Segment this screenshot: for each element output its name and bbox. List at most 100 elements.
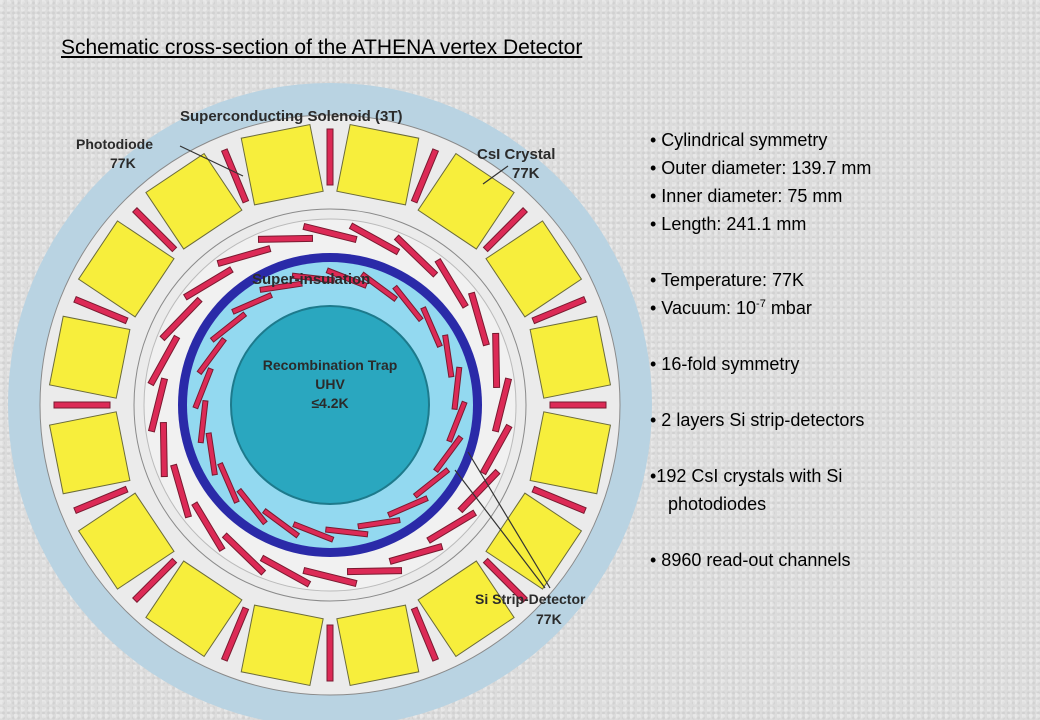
photodiode-strip (410, 606, 440, 662)
si-strip-temp-label: 77K (536, 611, 562, 627)
facts-list: • Cylindrical symmetry • Outer diameter:… (650, 126, 1030, 574)
si-strip-leader-1 (454, 469, 546, 589)
page-title: Schematic cross-section of the ATHENA ve… (61, 36, 583, 59)
si-strip-detector (159, 421, 168, 478)
si-strip-detector (302, 222, 358, 244)
si-strip-layer-inner (192, 267, 468, 543)
si-strip-detector (412, 467, 451, 499)
si-strip-detector (433, 434, 464, 474)
si-strip-detector (492, 332, 501, 389)
si-strip-detector (170, 463, 192, 519)
photodiode-strip (132, 557, 178, 603)
fact-crystals-cont: photodiodes (668, 494, 767, 514)
si-strip-detector (357, 517, 401, 530)
si-strip-detector (191, 501, 226, 552)
si-strip-detector (479, 423, 513, 476)
csi-crystal (336, 604, 420, 687)
photodiode-strip (482, 557, 528, 603)
si-strip-detector (442, 334, 455, 378)
si-strip-detector (291, 272, 335, 284)
csi-crystal (48, 315, 131, 399)
si-strip-detector (236, 487, 268, 526)
photodiode-strip (73, 485, 129, 515)
fact-length: • Length: 241.1 mm (650, 214, 807, 234)
photodiode-strip (220, 606, 250, 662)
fact-temperature: • Temperature: 77K (650, 270, 805, 290)
si-strip-detector (192, 367, 214, 410)
photodiode-strip (132, 207, 178, 253)
si-strip-detector (205, 432, 218, 476)
si-strip-layer-outer (147, 222, 513, 588)
si-strip-detector (221, 532, 267, 576)
csi-crystal (485, 492, 583, 590)
fact-crystals: •192 CsI crystals with Si (650, 466, 843, 486)
si-strip-detector (491, 377, 513, 433)
si-strip-detector (231, 292, 273, 315)
photodiode-strip (326, 624, 334, 682)
si-strip-detector (457, 468, 501, 514)
photodiode-ring (53, 128, 607, 682)
si-strip-detector (257, 234, 314, 243)
photodiode-strip (326, 128, 334, 186)
csi-crystal (417, 152, 515, 250)
csi-crystal (240, 123, 324, 206)
photodiode-strip (531, 485, 587, 515)
photodiode-label: Photodiode (76, 136, 153, 152)
si-strip-detector (259, 554, 312, 588)
photodiode-strip (410, 148, 440, 204)
si-strip-detector (196, 336, 227, 376)
si-strip-detector (426, 509, 477, 544)
si-strip-label: Si Strip-Detector (475, 591, 586, 607)
si-strip-detector (197, 400, 209, 444)
si-strip-leader-2 (467, 451, 551, 589)
vacuum-unit: mbar (765, 298, 812, 318)
photodiode-temp-label: 77K (110, 155, 136, 171)
si-strip-detector (420, 306, 443, 348)
csi-crystal (529, 411, 612, 495)
csi-crystal (417, 560, 515, 658)
fact-symmetry: • Cylindrical symmetry (650, 130, 828, 150)
recombination-trap (230, 305, 430, 505)
csi-crystal (529, 315, 612, 399)
fact-outer-diameter: • Outer diameter: 139.7 mm (650, 158, 872, 178)
si-strip-detector (147, 334, 181, 387)
si-strip-detector (217, 462, 240, 504)
csi-crystal (240, 604, 324, 687)
csi-crystal (336, 123, 420, 206)
si-strip-detector (209, 311, 248, 343)
si-strip-detector (325, 526, 369, 538)
csi-crystal (77, 220, 175, 318)
fact-channels: • 8960 read-out channels (650, 550, 851, 570)
csi-crystal (145, 560, 243, 658)
si-strip-detector (359, 271, 399, 302)
solenoid-label: Superconducting Solenoid (3T) (180, 108, 403, 125)
si-strip-detector (325, 267, 368, 289)
csi-leader (482, 165, 509, 185)
photodiode-strip (531, 295, 587, 325)
fact-fold-symmetry: • 16-fold symmetry (650, 354, 800, 374)
trap-label: Recombination Trap (263, 357, 398, 373)
fact-vacuum: • Vacuum: 10-7 mbar (650, 294, 1030, 322)
csi-crystal (77, 492, 175, 590)
fact-strip-layers: • 2 layers Si strip-detectors (650, 410, 865, 430)
photodiode-strip (549, 401, 607, 409)
si-strip-detector (434, 258, 469, 309)
csi-crystal (48, 411, 131, 495)
si-strip-detector (259, 280, 303, 293)
si-strip-detector (468, 291, 490, 347)
vacuum-prefix: • Vacuum: 10 (650, 298, 757, 318)
si-strip-detector (346, 567, 403, 576)
si-strip-detector (348, 222, 401, 256)
si-strip-detector (446, 400, 468, 443)
si-strip-detector (216, 245, 272, 267)
photodiode-leader (179, 145, 244, 177)
trap-temp-label: ≤4.2K (311, 395, 348, 411)
photodiode-strip (53, 401, 111, 409)
si-strip-detector (388, 543, 444, 565)
photodiode-strip (73, 295, 129, 325)
vacuum-exponent: -7 (756, 298, 766, 310)
fact-inner-diameter: • Inner diameter: 75 mm (650, 186, 843, 206)
trap-uhv-label: UHV (315, 376, 345, 392)
si-strip-detector (159, 296, 203, 342)
